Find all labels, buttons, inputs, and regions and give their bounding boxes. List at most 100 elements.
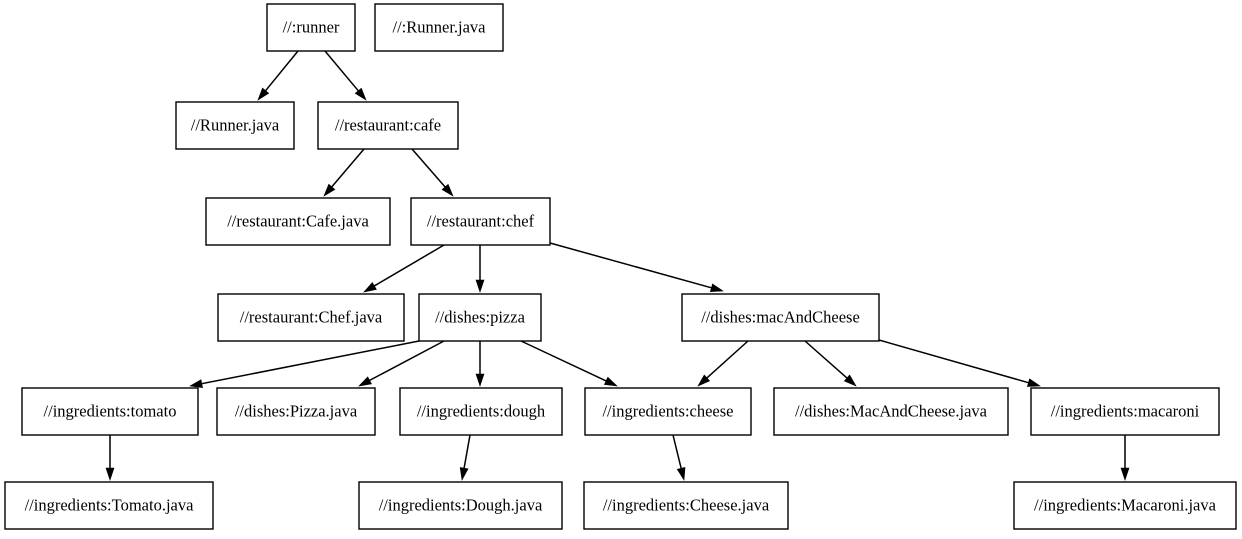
edge-arrowhead-icon	[358, 376, 372, 387]
edge-arrowhead-icon	[697, 374, 711, 387]
graph-edge	[475, 245, 485, 293]
node-box[interactable]	[4, 481, 214, 530]
node-label: //ingredients:Tomato.java	[25, 495, 195, 514]
node-label: //restaurant:Cafe.java	[227, 211, 369, 230]
graph-node-ing_macaroni[interactable]: //ingredients:macaroni	[1030, 387, 1220, 436]
graph-node-dishes_pizza[interactable]: //dishes:pizza	[418, 293, 542, 342]
node-label: //ingredients:dough	[417, 401, 546, 420]
edge-line	[804, 340, 848, 379]
edge-line	[878, 339, 1029, 384]
node-label: //restaurant:Chef.java	[240, 307, 383, 326]
nodes-layer: //:runner //:Runner.java //Runner.java //re…	[4, 3, 1237, 530]
graph-edge	[459, 434, 471, 481]
node-label: //restaurant:chef	[427, 211, 535, 230]
node-label: //dishes:MacAndCheese.java	[795, 401, 988, 420]
graph-edge	[363, 244, 445, 293]
graph-edge	[697, 340, 749, 387]
edge-line	[706, 340, 749, 379]
edge-line	[672, 434, 682, 469]
node-label: //dishes:pizza	[435, 307, 525, 326]
node-label: //ingredients:tomato	[44, 401, 177, 420]
node-label: //dishes:Pizza.java	[235, 401, 358, 420]
edge-line	[324, 50, 359, 92]
graph-node-ing_cheese[interactable]: //ingredients:cheese	[584, 387, 752, 436]
edge-line	[373, 244, 445, 287]
graph-node-macaroni_java[interactable]: //ingredients:Macaroni.java	[1013, 481, 1237, 530]
graph-node-ing_dough[interactable]: //ingredients:dough	[399, 387, 563, 436]
graph-node-cheese_java[interactable]: //ingredients:Cheese.java	[583, 481, 789, 530]
edge-arrowhead-icon	[257, 87, 270, 101]
node-box[interactable]	[399, 387, 563, 436]
node-box[interactable]	[175, 101, 295, 150]
graph-edge	[804, 340, 857, 387]
graph-node-runner_java[interactable]: //Runner.java	[175, 101, 295, 150]
graph-node-restaurant_chef[interactable]: //restaurant:chef	[410, 197, 551, 246]
node-label: //:runner	[283, 17, 340, 36]
graph-edge	[878, 339, 1041, 387]
node-label: //ingredients:Macaroni.java	[1034, 495, 1217, 514]
node-box[interactable]	[584, 387, 752, 436]
edge-line	[520, 340, 607, 382]
edge-arrowhead-icon	[1120, 467, 1130, 481]
graph-edge	[257, 50, 299, 101]
node-box[interactable]	[1013, 481, 1237, 530]
node-box[interactable]	[216, 387, 376, 436]
graph-node-pizza_java[interactable]: //dishes:Pizza.java	[216, 387, 376, 436]
edge-arrowhead-icon	[475, 373, 485, 387]
edge-arrowhead-icon	[354, 87, 367, 101]
node-box[interactable]	[374, 3, 504, 52]
edge-line	[463, 434, 471, 469]
graph-node-ing_tomato[interactable]: //ingredients:tomato	[21, 387, 199, 436]
graph-node-tomato_java[interactable]: //ingredients:Tomato.java	[4, 481, 214, 530]
node-box[interactable]	[773, 387, 1009, 436]
edge-arrowhead-icon	[676, 467, 686, 481]
edge-line	[369, 340, 445, 382]
node-label: //ingredients:Dough.java	[379, 495, 543, 514]
graph-node-dough_java[interactable]: //ingredients:Dough.java	[358, 481, 563, 530]
edge-arrowhead-icon	[363, 281, 377, 293]
node-box[interactable]	[358, 481, 563, 530]
graph-node-restaurant_cafe[interactable]: //restaurant:cafe	[317, 101, 459, 150]
edge-arrowhead-icon	[1026, 378, 1041, 387]
graph-edge	[520, 340, 618, 387]
graph-node-dishes_mac[interactable]: //dishes:macAndCheese	[681, 293, 880, 342]
graph-node-chef_java[interactable]: //restaurant:Chef.java	[217, 293, 405, 342]
node-label: //Runner.java	[191, 115, 280, 134]
edge-arrowhead-icon	[459, 467, 469, 481]
node-box[interactable]	[410, 197, 551, 246]
graph-edge	[672, 434, 686, 481]
node-box[interactable]	[205, 197, 391, 246]
graph-edge	[324, 50, 367, 101]
node-label: //dishes:macAndCheese	[701, 307, 860, 326]
edge-arrowhead-icon	[475, 279, 485, 293]
graph-node-mac_java[interactable]: //dishes:MacAndCheese.java	[773, 387, 1009, 436]
node-label: //:Runner.java	[392, 17, 486, 36]
edge-line	[331, 148, 365, 188]
graph-node-cafe_java[interactable]: //restaurant:Cafe.java	[205, 197, 391, 246]
edge-arrowhead-icon	[323, 183, 336, 197]
node-box[interactable]	[21, 387, 199, 436]
node-box[interactable]	[317, 101, 459, 150]
edge-line	[549, 242, 712, 289]
node-box[interactable]	[217, 293, 405, 342]
graph-node-runner[interactable]: //:runner	[266, 3, 356, 52]
edge-line	[411, 148, 446, 188]
node-box[interactable]	[583, 481, 789, 530]
edge-line	[201, 340, 420, 385]
graph-edge	[1120, 435, 1130, 481]
node-box[interactable]	[266, 3, 356, 52]
node-box[interactable]	[418, 293, 542, 342]
node-label: //restaurant:cafe	[335, 115, 441, 134]
graph-edge	[189, 340, 420, 388]
edges-layer	[105, 50, 1130, 481]
edge-arrowhead-icon	[189, 379, 203, 388]
node-label: //ingredients:macaroni	[1051, 401, 1200, 420]
edge-arrowhead-icon	[843, 374, 857, 387]
graph-edge	[105, 435, 115, 481]
edge-arrowhead-icon	[603, 376, 618, 387]
graph-node-runner_java_root[interactable]: //:Runner.java	[374, 3, 504, 52]
edge-arrowhead-icon	[105, 467, 115, 481]
node-box[interactable]	[681, 293, 880, 342]
node-box[interactable]	[1030, 387, 1220, 436]
